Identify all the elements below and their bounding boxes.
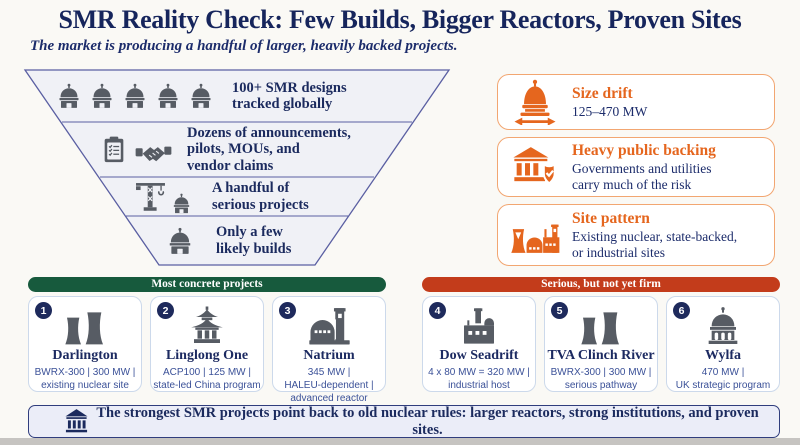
pagoda-icon — [191, 306, 223, 343]
reactor-dome-icon — [169, 227, 191, 254]
capitol-dome-icon — [708, 307, 738, 344]
project-name: Linglong One — [165, 348, 249, 363]
project-name: Darlington — [52, 348, 118, 363]
project-card-dow-seadrift: 4 Dow Seadrift 4 x 80 MW = 320 MW | indu… — [422, 296, 536, 392]
highlight-title: Site pattern — [572, 209, 650, 227]
number-badge: 1 — [35, 302, 52, 319]
crane-icon — [136, 183, 165, 211]
cooling-towers-icon — [581, 312, 619, 345]
funnel-level-2: Dozens of announcements, pilots, MOUs, a… — [22, 122, 454, 177]
announcement-icons — [100, 134, 172, 165]
highlight-size-drift: Size drift 125–470 MW — [497, 74, 775, 130]
panel-header: Most concrete projects — [28, 277, 386, 292]
project-name: Dow Seadrift — [439, 348, 519, 363]
funnel-level-4: Only a few likely builds — [22, 216, 454, 265]
likely-build-icon — [166, 227, 194, 255]
reactor-dome-icons-row — [56, 83, 214, 109]
funnel-outline — [23, 69, 451, 266]
page-title: SMR Reality Check: Few Builds, Bigger Re… — [58, 5, 742, 34]
highlights-column: Size drift 125–470 MW Heavy public backi… — [497, 74, 775, 266]
panel-header: Serious, but not yet firm — [422, 277, 780, 292]
funnel-level-4-label: Only a few likely builds — [216, 224, 292, 257]
project-name: TVA Clinch River — [547, 348, 655, 363]
project-card-darlington: 1 Darlington BWRX-300 | 300 MW | existin… — [28, 296, 142, 392]
highlight-public-backing: Heavy public backing Governments and uti… — [497, 137, 775, 197]
project-card-linglong-one: 2 Linglong One ACP100 | 125 MW | state-l… — [150, 296, 264, 392]
number-badge: 2 — [157, 302, 174, 319]
reactor-dome-icon — [125, 83, 145, 108]
bank-icon — [63, 408, 90, 435]
number-badge: 5 — [551, 302, 568, 319]
funnel-level-1: 100+ SMR designs tracked globally — [22, 70, 454, 122]
page-subtitle: The market is producing a handful of lar… — [30, 38, 458, 55]
project-card-wylfa: 6 Wylfa 470 MW | UK strategic program — [666, 296, 780, 392]
panel-serious-not-firm: Serious, but not yet firm 4 Dow Seadrift… — [422, 277, 780, 392]
nuclear-site-icon — [508, 213, 562, 257]
project-name: Natrium — [303, 348, 355, 363]
bank-icon — [65, 409, 88, 433]
dome-width-arrows-icon — [508, 79, 562, 125]
dome-width-arrows-icon — [514, 79, 556, 125]
number-badge: 6 — [673, 302, 690, 319]
nuclear-site-icon — [511, 224, 560, 253]
highlight-site-pattern: Site pattern Existing nuclear, state-bac… — [497, 204, 775, 266]
bank-shield-icon — [508, 145, 562, 190]
highlight-body: Governments and utilities carry much of … — [572, 161, 712, 192]
funnel-level-2-label: Dozens of announcements, pilots, MOUs, a… — [187, 124, 351, 174]
bank-shield-icon — [513, 146, 556, 184]
project-card-natrium: 3 Natrium 345 MW | HALEU-dependent | adv… — [272, 296, 386, 404]
reactor-dome-icon — [173, 193, 190, 214]
cooling-towers-icon — [65, 312, 103, 345]
reactor-dome-icon — [158, 83, 178, 108]
number-badge: 3 — [279, 302, 296, 319]
factory-icon — [464, 308, 494, 344]
highlight-body: 125–470 MW — [572, 103, 648, 119]
project-details: BWRX-300 | 300 MW | serious pathway — [550, 367, 652, 391]
project-details: 470 MW | UK strategic program — [675, 367, 771, 391]
construction-icons — [134, 179, 192, 214]
reactor-plant-icon — [308, 308, 350, 345]
project-details: ACP100 | 125 MW | state-led China progra… — [153, 367, 261, 391]
handshake-icon — [135, 146, 172, 162]
panel-most-concrete: Most concrete projects 1 Darlington BWRX… — [28, 277, 386, 404]
project-details: BWRX-300 | 300 MW | existing nuclear sit… — [34, 367, 136, 391]
project-details: 4 x 80 MW = 320 MW | industrial host — [428, 367, 530, 391]
bottom-edge-strip — [0, 438, 800, 445]
funnel-level-3-label: A handful of serious projects — [212, 180, 309, 213]
highlight-title: Size drift — [572, 84, 633, 102]
takeaway-text: The strongest SMR projects point back to… — [96, 404, 759, 438]
reactor-dome-icon — [59, 83, 79, 108]
funnel-level-1-label: 100+ SMR designs tracked globally — [232, 79, 347, 112]
funnel-level-3: A handful of serious projects — [22, 177, 454, 216]
number-badge: 4 — [429, 302, 446, 319]
project-card-tva-clinch-river: 5 TVA Clinch River BWRX-300 | 300 MW | s… — [544, 296, 658, 392]
highlight-body: Existing nuclear, state-backed, or indus… — [572, 229, 738, 260]
takeaway-banner: The strongest SMR projects point back to… — [28, 405, 780, 438]
funnel-diagram: 100+ SMR designs tracked globally Dozens… — [22, 68, 454, 268]
reactor-dome-icon — [92, 83, 112, 108]
project-name: Wylfa — [704, 348, 742, 363]
reactor-dome-icon — [191, 83, 211, 108]
project-details: 345 MW | HALEU-dependent | advanced reac… — [284, 367, 374, 404]
clipboard-icon — [104, 136, 124, 163]
highlight-title: Heavy public backing — [572, 141, 716, 159]
